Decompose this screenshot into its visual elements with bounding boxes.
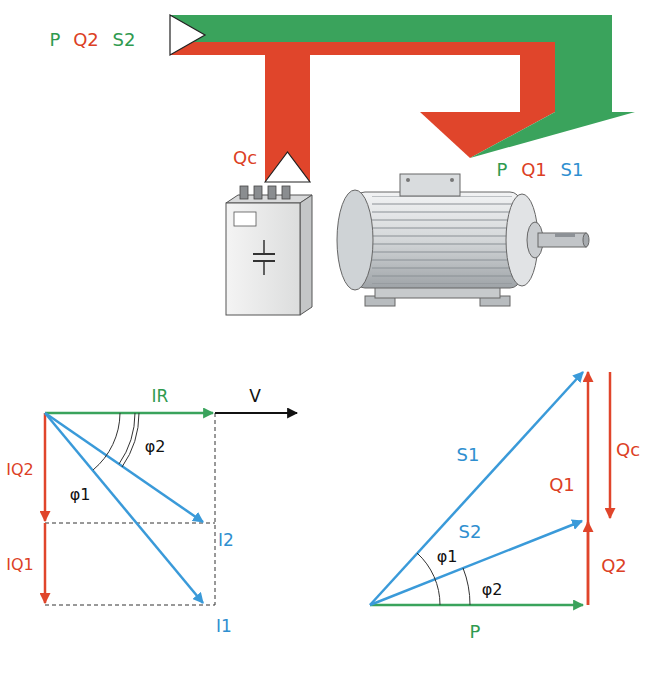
current-label: I1: [216, 618, 232, 635]
angle-label: φ1: [70, 487, 91, 503]
current-label: IR: [152, 388, 169, 405]
power-label: P: [470, 623, 481, 641]
power-label: Qc: [616, 441, 640, 459]
power-label: P: [50, 31, 61, 49]
power-label: S2: [113, 31, 136, 49]
current-phasor-diagram: [45, 413, 297, 605]
current-label: I2: [218, 532, 234, 549]
power-label: Q2: [601, 557, 627, 575]
power-label: Q2: [73, 31, 99, 49]
power-label: Q1: [549, 476, 575, 494]
motor-illustration: [337, 174, 589, 306]
power-triangle: [370, 372, 610, 605]
angle-label: φ2: [145, 439, 166, 455]
voltage-label: V: [249, 388, 261, 405]
power-label: S1: [561, 161, 584, 179]
angle-label: φ1: [437, 549, 458, 565]
power-label: S2: [459, 523, 482, 541]
current-label: IQ1: [6, 557, 34, 573]
power-label: S1: [457, 446, 480, 464]
power-label: Q1: [521, 161, 547, 179]
power-flow-bands: [170, 15, 635, 182]
capacitor-illustration: [226, 186, 312, 315]
power-label: P: [497, 161, 508, 179]
current-label: IQ2: [6, 462, 34, 478]
angle-label: φ2: [482, 582, 503, 598]
power-label: Qc: [233, 149, 257, 167]
